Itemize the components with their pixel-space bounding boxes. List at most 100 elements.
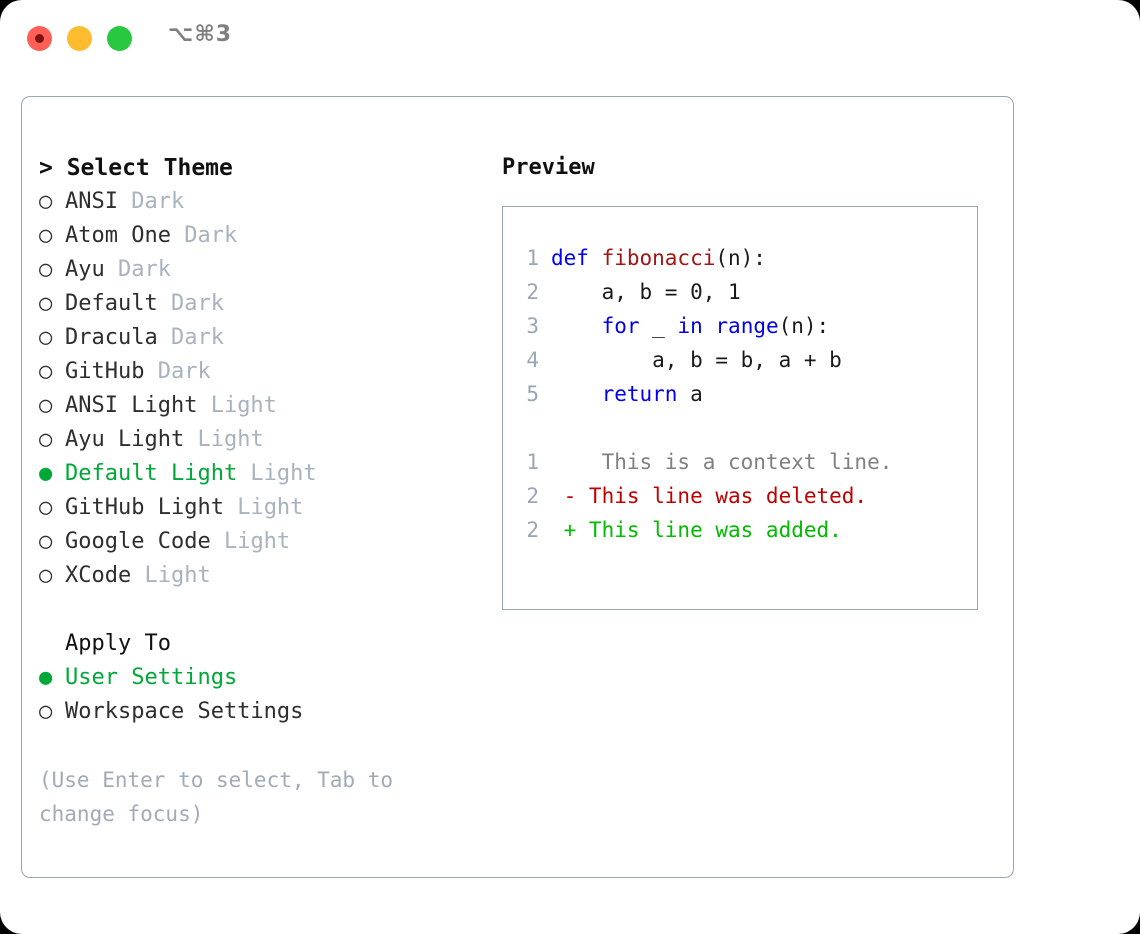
hint-spacer (39, 729, 469, 763)
theme-option-label: GitHub Light (65, 495, 224, 520)
theme-option-label: Ayu Light (65, 427, 185, 452)
theme-option-atom-one[interactable]: ○Atom One Dark (39, 219, 469, 253)
theme-variant-badge: Light (210, 529, 291, 554)
theme-option-label: Default Light (65, 461, 238, 486)
window-controls (27, 26, 132, 51)
theme-variant-badge: Light (197, 393, 277, 418)
code-token: fibonacci (601, 246, 716, 270)
code-token: for (601, 314, 640, 338)
theme-option-label: XCode (65, 563, 132, 588)
close-button[interactable] (27, 26, 52, 51)
code-line: 3 for _ in range(n): (503, 309, 977, 343)
theme-option-xcode[interactable]: ○XCode Light (39, 559, 469, 593)
theme-picker-panel: > Select Theme ○ANSI Dark○Atom One Dark○… (39, 151, 469, 831)
diff-text: - This line was deleted. (551, 484, 868, 508)
theme-option-label: Atom One (65, 223, 171, 248)
theme-option-default[interactable]: ○ Default Dark (39, 287, 469, 321)
code-diff-separator (503, 411, 977, 445)
keyboard-hint: (Use Enter to select, Tab to change focu… (39, 768, 394, 826)
theme-option-ansi-light[interactable]: ○ ANSI Light Light (39, 389, 469, 423)
radio-unselected-icon: ○ (39, 291, 53, 316)
radio-unselected-icon: ○ (39, 427, 53, 452)
apply-to-option-label: User Settings (65, 665, 238, 690)
code-token (551, 382, 602, 406)
theme-option-ayu-light[interactable]: ○ Ayu Light Light (39, 423, 469, 457)
theme-option-default-light[interactable]: ● Default Light Light (39, 457, 469, 491)
diff-line: 1 This is a context line. (503, 445, 977, 479)
minimize-button[interactable] (67, 26, 92, 51)
maximize-button[interactable] (107, 26, 132, 51)
theme-option-label: Default (65, 291, 158, 316)
theme-option-label: Dracula (65, 325, 158, 350)
apply-to-title: Apply To (65, 631, 171, 656)
keyboard-shortcut-label: ⌥⌘3 (168, 22, 233, 47)
apply-to-option-user-settings[interactable]: ● User Settings (39, 661, 469, 695)
code-token: range (715, 314, 779, 338)
code-token: in (677, 314, 703, 338)
line-number: 2 (526, 518, 539, 542)
code-token: return (601, 382, 678, 406)
diff-sample: 1 This is a context line.2 - This line w… (503, 445, 977, 547)
theme-variant-badge: Light (223, 495, 304, 520)
radio-unselected-icon: ○ (39, 699, 53, 724)
code-token: (n): (778, 314, 830, 338)
theme-variant-badge: Dark (157, 291, 224, 316)
radio-selected-icon: ● (39, 461, 53, 486)
apply-to-option-label: Workspace Settings (65, 699, 304, 724)
title-bar: ⌥⌘3 (0, 0, 1140, 78)
theme-option-github[interactable]: ○GitHub Dark (39, 355, 469, 389)
code-line: 4 a, b = b, a + b (503, 343, 977, 377)
line-number: 1 (526, 450, 539, 474)
apply-to-option-workspace-settings[interactable]: ○ Workspace Settings (39, 695, 469, 729)
radio-unselected-icon: ○ (39, 325, 53, 350)
radio-selected-icon: ● (39, 665, 53, 690)
line-number: 2 (526, 484, 539, 508)
theme-option-label: ANSI Light (65, 393, 198, 418)
theme-option-google-code[interactable]: ○ Google Code Light (39, 525, 469, 559)
content-frame: > Select Theme ○ANSI Dark○Atom One Dark○… (21, 96, 1014, 878)
theme-option-label: Google Code (65, 529, 211, 554)
code-token: a, b = b, a + b (551, 348, 842, 372)
radio-unselected-icon: ○ (39, 529, 53, 554)
list-spacer (39, 593, 469, 627)
code-token: a, b = 0, 1 (551, 280, 741, 304)
line-number: 4 (526, 348, 539, 372)
apply-to-list: ● User Settings ○ Workspace Settings (39, 661, 469, 729)
code-token: a (677, 382, 703, 406)
radio-unselected-icon: ○ (39, 189, 53, 214)
theme-option-ansi[interactable]: ○ANSI Dark (39, 185, 469, 219)
radio-unselected-icon: ○ (39, 257, 53, 282)
theme-option-github-light[interactable]: ○GitHub Light Light (39, 491, 469, 525)
code-token (703, 314, 716, 338)
theme-variant-badge: Dark (104, 257, 171, 282)
code-line: 2 a, b = 0, 1 (503, 275, 977, 309)
diff-text: This is a context line. (551, 450, 893, 474)
line-number: 2 (526, 280, 539, 304)
theme-list: ○ ANSI Dark ○ Atom One Dark ○ Ayu Dark ○ Defaul… (39, 185, 469, 593)
code-token (551, 314, 602, 338)
theme-option-dracula[interactable]: ○ Dracula Dark (39, 321, 469, 355)
diff-text: + This line was added. (551, 518, 842, 542)
radio-unselected-icon: ○ (39, 563, 53, 588)
code-token: (n): (715, 246, 766, 270)
radio-unselected-icon: ○ (39, 359, 53, 384)
line-number: 5 (526, 382, 539, 406)
diff-line: 2 - This line was deleted. (503, 479, 977, 513)
radio-unselected-icon: ○ (39, 393, 53, 418)
theme-option-label: ANSI (65, 189, 118, 214)
theme-variant-badge: Light (237, 461, 317, 486)
theme-variant-badge: Dark (157, 325, 224, 350)
line-number: 1 (526, 246, 539, 270)
code-token: _ (639, 314, 678, 338)
radio-unselected-icon: ○ (39, 223, 53, 248)
theme-option-ayu[interactable]: ○ Ayu Dark (39, 253, 469, 287)
line-number: 3 (526, 314, 539, 338)
code-line: 5 return a (503, 377, 977, 411)
theme-variant-badge: Light (184, 427, 264, 452)
theme-option-label: Ayu (65, 257, 105, 282)
